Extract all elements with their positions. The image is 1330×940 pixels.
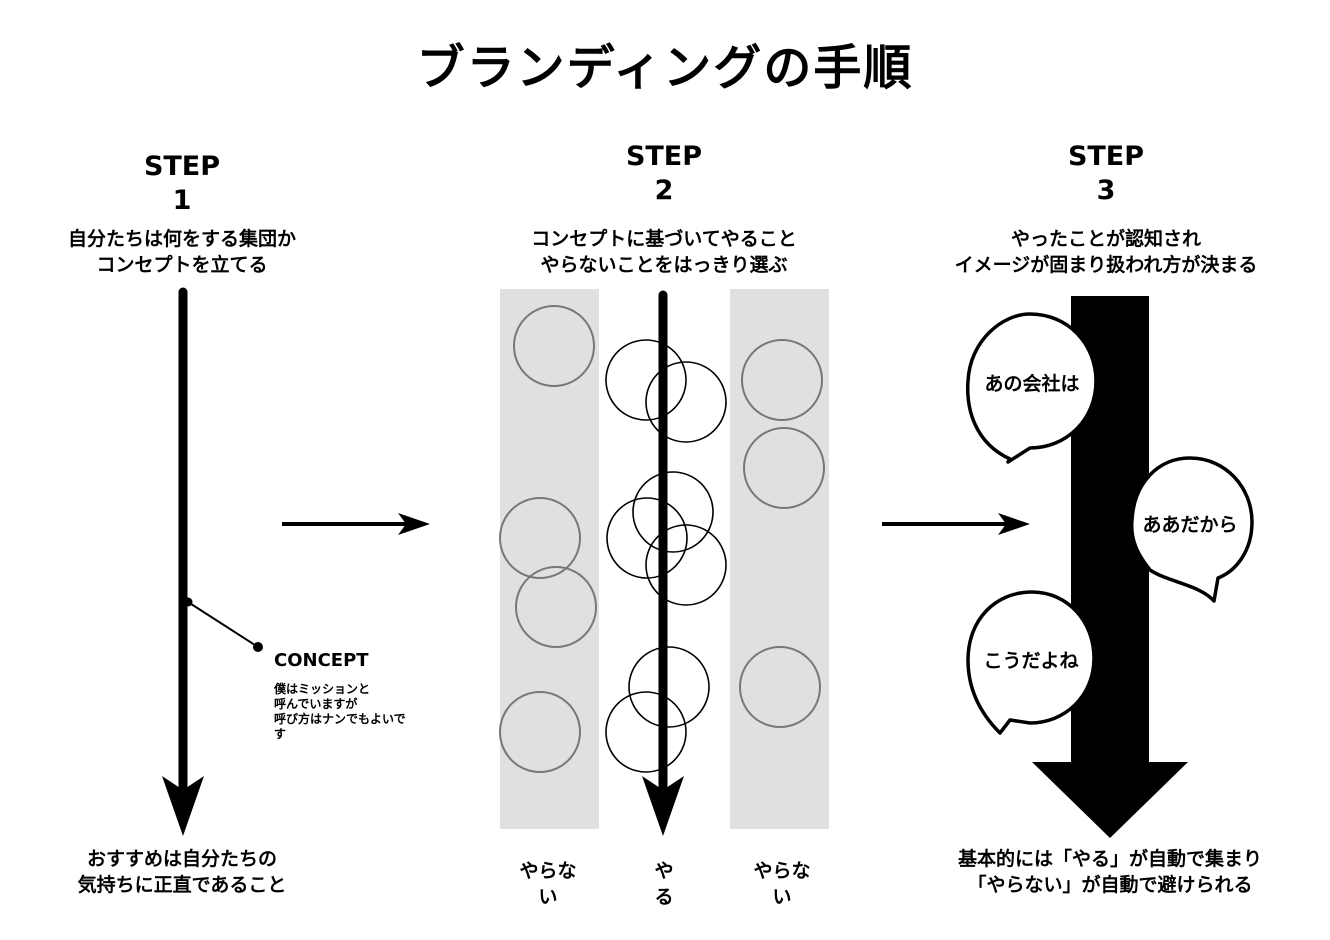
step-3-desc-line: イメージが固まり扱われ方が決まる [954, 254, 1258, 276]
arrow-step1-to-step2-head [398, 513, 430, 535]
yaranai-label-line: やらな [519, 860, 577, 882]
yaru-circle [605, 339, 687, 421]
speech-bubble-2 [1129, 456, 1254, 603]
yaranai-circle [499, 691, 581, 773]
step-2-arrow-head [642, 776, 684, 836]
speech-bubble-3-text: こうだよね [983, 650, 1079, 672]
yaru-circle [632, 471, 714, 553]
step-1-label: STEP [143, 151, 221, 182]
step-2-label: STEP [625, 141, 703, 172]
step-3-description: やったことが認知され イメージが固まり扱われ方が決まる [916, 226, 1296, 278]
step-1-desc-line: コンセプトを立てる [96, 254, 268, 276]
concept-line: す [274, 727, 287, 741]
page-title: ブランディングの手順 [416, 40, 914, 96]
yaranai-circle [515, 566, 597, 648]
concept-branch-end-dot [253, 642, 263, 652]
step-3-number: 3 [1096, 175, 1116, 206]
yaru-label-line: や [654, 860, 674, 882]
step-2-desc-line: コンセプトに基づいてやること [531, 228, 797, 250]
step-2-desc-line: やらないことをはっきり選ぶ [540, 254, 788, 276]
step-1-arrow-head [162, 776, 204, 836]
yaranai-column-right [730, 289, 829, 829]
arrow-step2-to-step3-head [998, 513, 1030, 535]
yaranai-column-left [500, 289, 599, 829]
speech-bubble-1-text: あの会社は [984, 373, 1080, 395]
step-1-bottom-line: 気持ちに正直であること [77, 874, 287, 896]
yaru-circle [606, 497, 688, 579]
yaranai-label-left: やらな い [503, 858, 593, 910]
concept-line: 僕はミッションと [274, 682, 371, 696]
yaranai-label-right: やらな い [737, 858, 827, 910]
step-1-bottom-note: おすすめは自分たちの 気持ちに正直であること [0, 846, 392, 898]
step-1-header: STEP 1 [32, 150, 332, 218]
yaranai-circle [743, 427, 825, 509]
yaru-circle [645, 524, 727, 606]
speech-bubble-2-text: ああだから [1142, 514, 1238, 536]
concept-branch-line [187, 601, 259, 648]
speech-bubble-1 [965, 312, 1098, 464]
yaranai-label-line: い [538, 886, 558, 908]
yaranai-label-line: やらな [753, 860, 811, 882]
concept-line: 呼んでいますが [274, 697, 358, 711]
yaru-circle [645, 361, 727, 443]
step-1-number: 1 [172, 185, 192, 216]
yaru-circle [605, 691, 687, 773]
step-3-bottom-line: 基本的には「やる」が自動で集まり [957, 848, 1262, 870]
step-3-bottom-line: 「やらない」が自動で避けられる [967, 874, 1253, 896]
step-3-desc-line: やったことが認知され [1010, 228, 1201, 250]
concept-line: 呼び方はナンでもよいで [274, 712, 406, 726]
yaru-circle [628, 646, 710, 728]
yaranai-circle [739, 646, 821, 728]
concept-description: 僕はミッションと 呼んでいますが 呼び方はナンでもよいで す [274, 682, 444, 742]
step-2-description: コンセプトに基づいてやること やらないことをはっきり選ぶ [474, 226, 854, 278]
yaranai-circle [741, 339, 823, 421]
yaranai-circle [513, 305, 595, 387]
step-2-header: STEP 2 [514, 140, 814, 208]
yaranai-circle [499, 497, 581, 579]
concept-title: CONCEPT [274, 650, 369, 671]
yaru-label-line: る [654, 886, 674, 908]
yaru-label: や る [619, 858, 709, 910]
step-1-bottom-line: おすすめは自分たちの [86, 848, 277, 870]
step-1-description: 自分たちは何をする集団か コンセプトを立てる [0, 226, 372, 278]
step-3-header: STEP 3 [956, 140, 1256, 208]
step-2-number: 2 [654, 175, 674, 206]
step-1-desc-line: 自分たちは何をする集団か [67, 228, 296, 250]
step-3-bottom-note: 基本的には「やる」が自動で集まり 「やらない」が自動で避けられる [900, 846, 1320, 898]
step-3-label: STEP [1067, 141, 1145, 172]
step-3-arrow-head [1032, 762, 1188, 838]
speech-bubble-3 [966, 590, 1096, 735]
yaranai-label-line: い [772, 886, 792, 908]
